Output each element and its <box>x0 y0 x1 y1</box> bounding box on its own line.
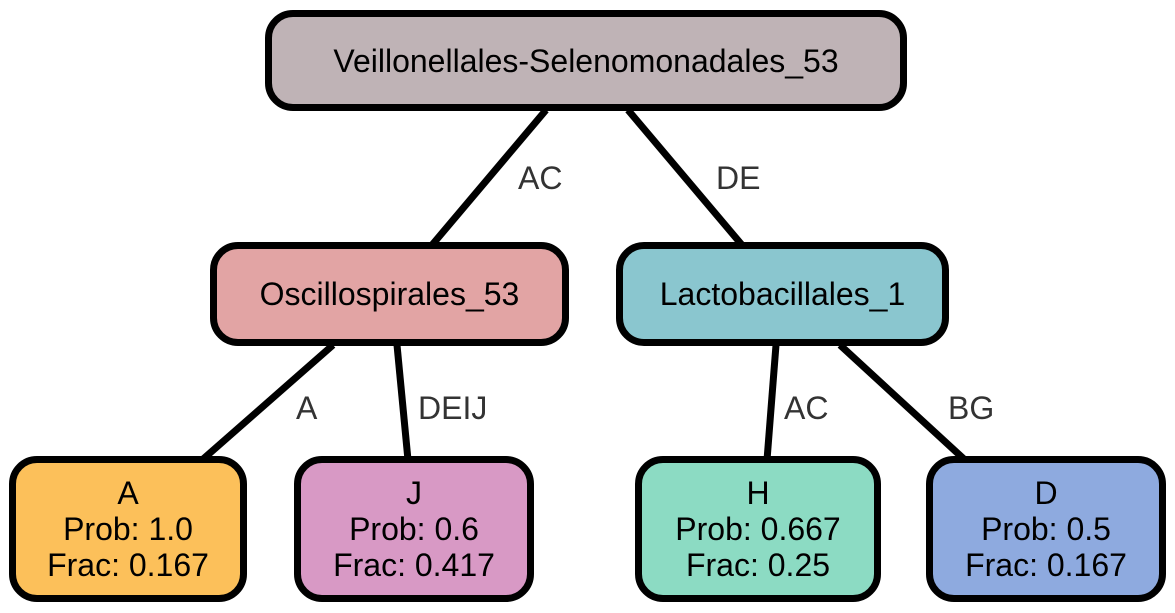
edge-lacto-H <box>763 344 780 461</box>
edge-label-root-lacto: DE <box>716 160 761 196</box>
edge-label-lacto-H: AC <box>784 390 829 426</box>
leaf-prob: Prob: 0.6 <box>349 511 479 547</box>
root-node-label: Veillonellales-Selenomonadales_53 <box>333 42 839 79</box>
edge-label-oscillo-A: A <box>296 390 318 426</box>
leaf-name: J <box>406 475 422 511</box>
leaf-frac: Frac: 0.417 <box>333 547 495 583</box>
internal-node-lactobacillales: Lactobacillales_1 <box>616 242 949 346</box>
leaf-frac: Frac: 0.167 <box>965 547 1127 583</box>
edge-oscillo-A <box>199 342 336 463</box>
leaf-prob: Prob: 0.667 <box>675 511 841 547</box>
leaf-node-D: D Prob: 0.5 Frac: 0.167 <box>926 456 1166 602</box>
edge-lacto-D <box>837 342 968 463</box>
leaf-prob: Prob: 0.5 <box>981 511 1111 547</box>
edge-root-oscillo <box>429 107 549 248</box>
leaf-name: A <box>117 475 139 511</box>
leaf-node-H: H Prob: 0.667 Frac: 0.25 <box>635 456 881 602</box>
leaf-name: H <box>746 475 770 511</box>
edge-label-root-oscillo: AC <box>518 160 563 196</box>
edge-oscillo-J <box>393 344 412 461</box>
leaf-node-J: J Prob: 0.6 Frac: 0.417 <box>294 456 534 602</box>
leaf-frac: Frac: 0.167 <box>47 547 209 583</box>
leaf-prob: Prob: 1.0 <box>63 511 193 547</box>
edge-label-lacto-D: BG <box>948 390 995 426</box>
internal-node-label: Oscillospirales_53 <box>259 276 520 312</box>
edge-label-oscillo-J: DEIJ <box>418 390 488 426</box>
internal-node-oscillospirales: Oscillospirales_53 <box>210 242 569 346</box>
edge-root-lacto <box>625 107 745 248</box>
leaf-node-A: A Prob: 1.0 Frac: 0.167 <box>9 456 247 602</box>
leaf-name: D <box>1034 475 1058 511</box>
leaf-frac: Frac: 0.25 <box>685 547 831 583</box>
root-node: Veillonellales-Selenomonadales_53 <box>265 10 907 111</box>
internal-node-label: Lactobacillales_1 <box>659 276 906 312</box>
